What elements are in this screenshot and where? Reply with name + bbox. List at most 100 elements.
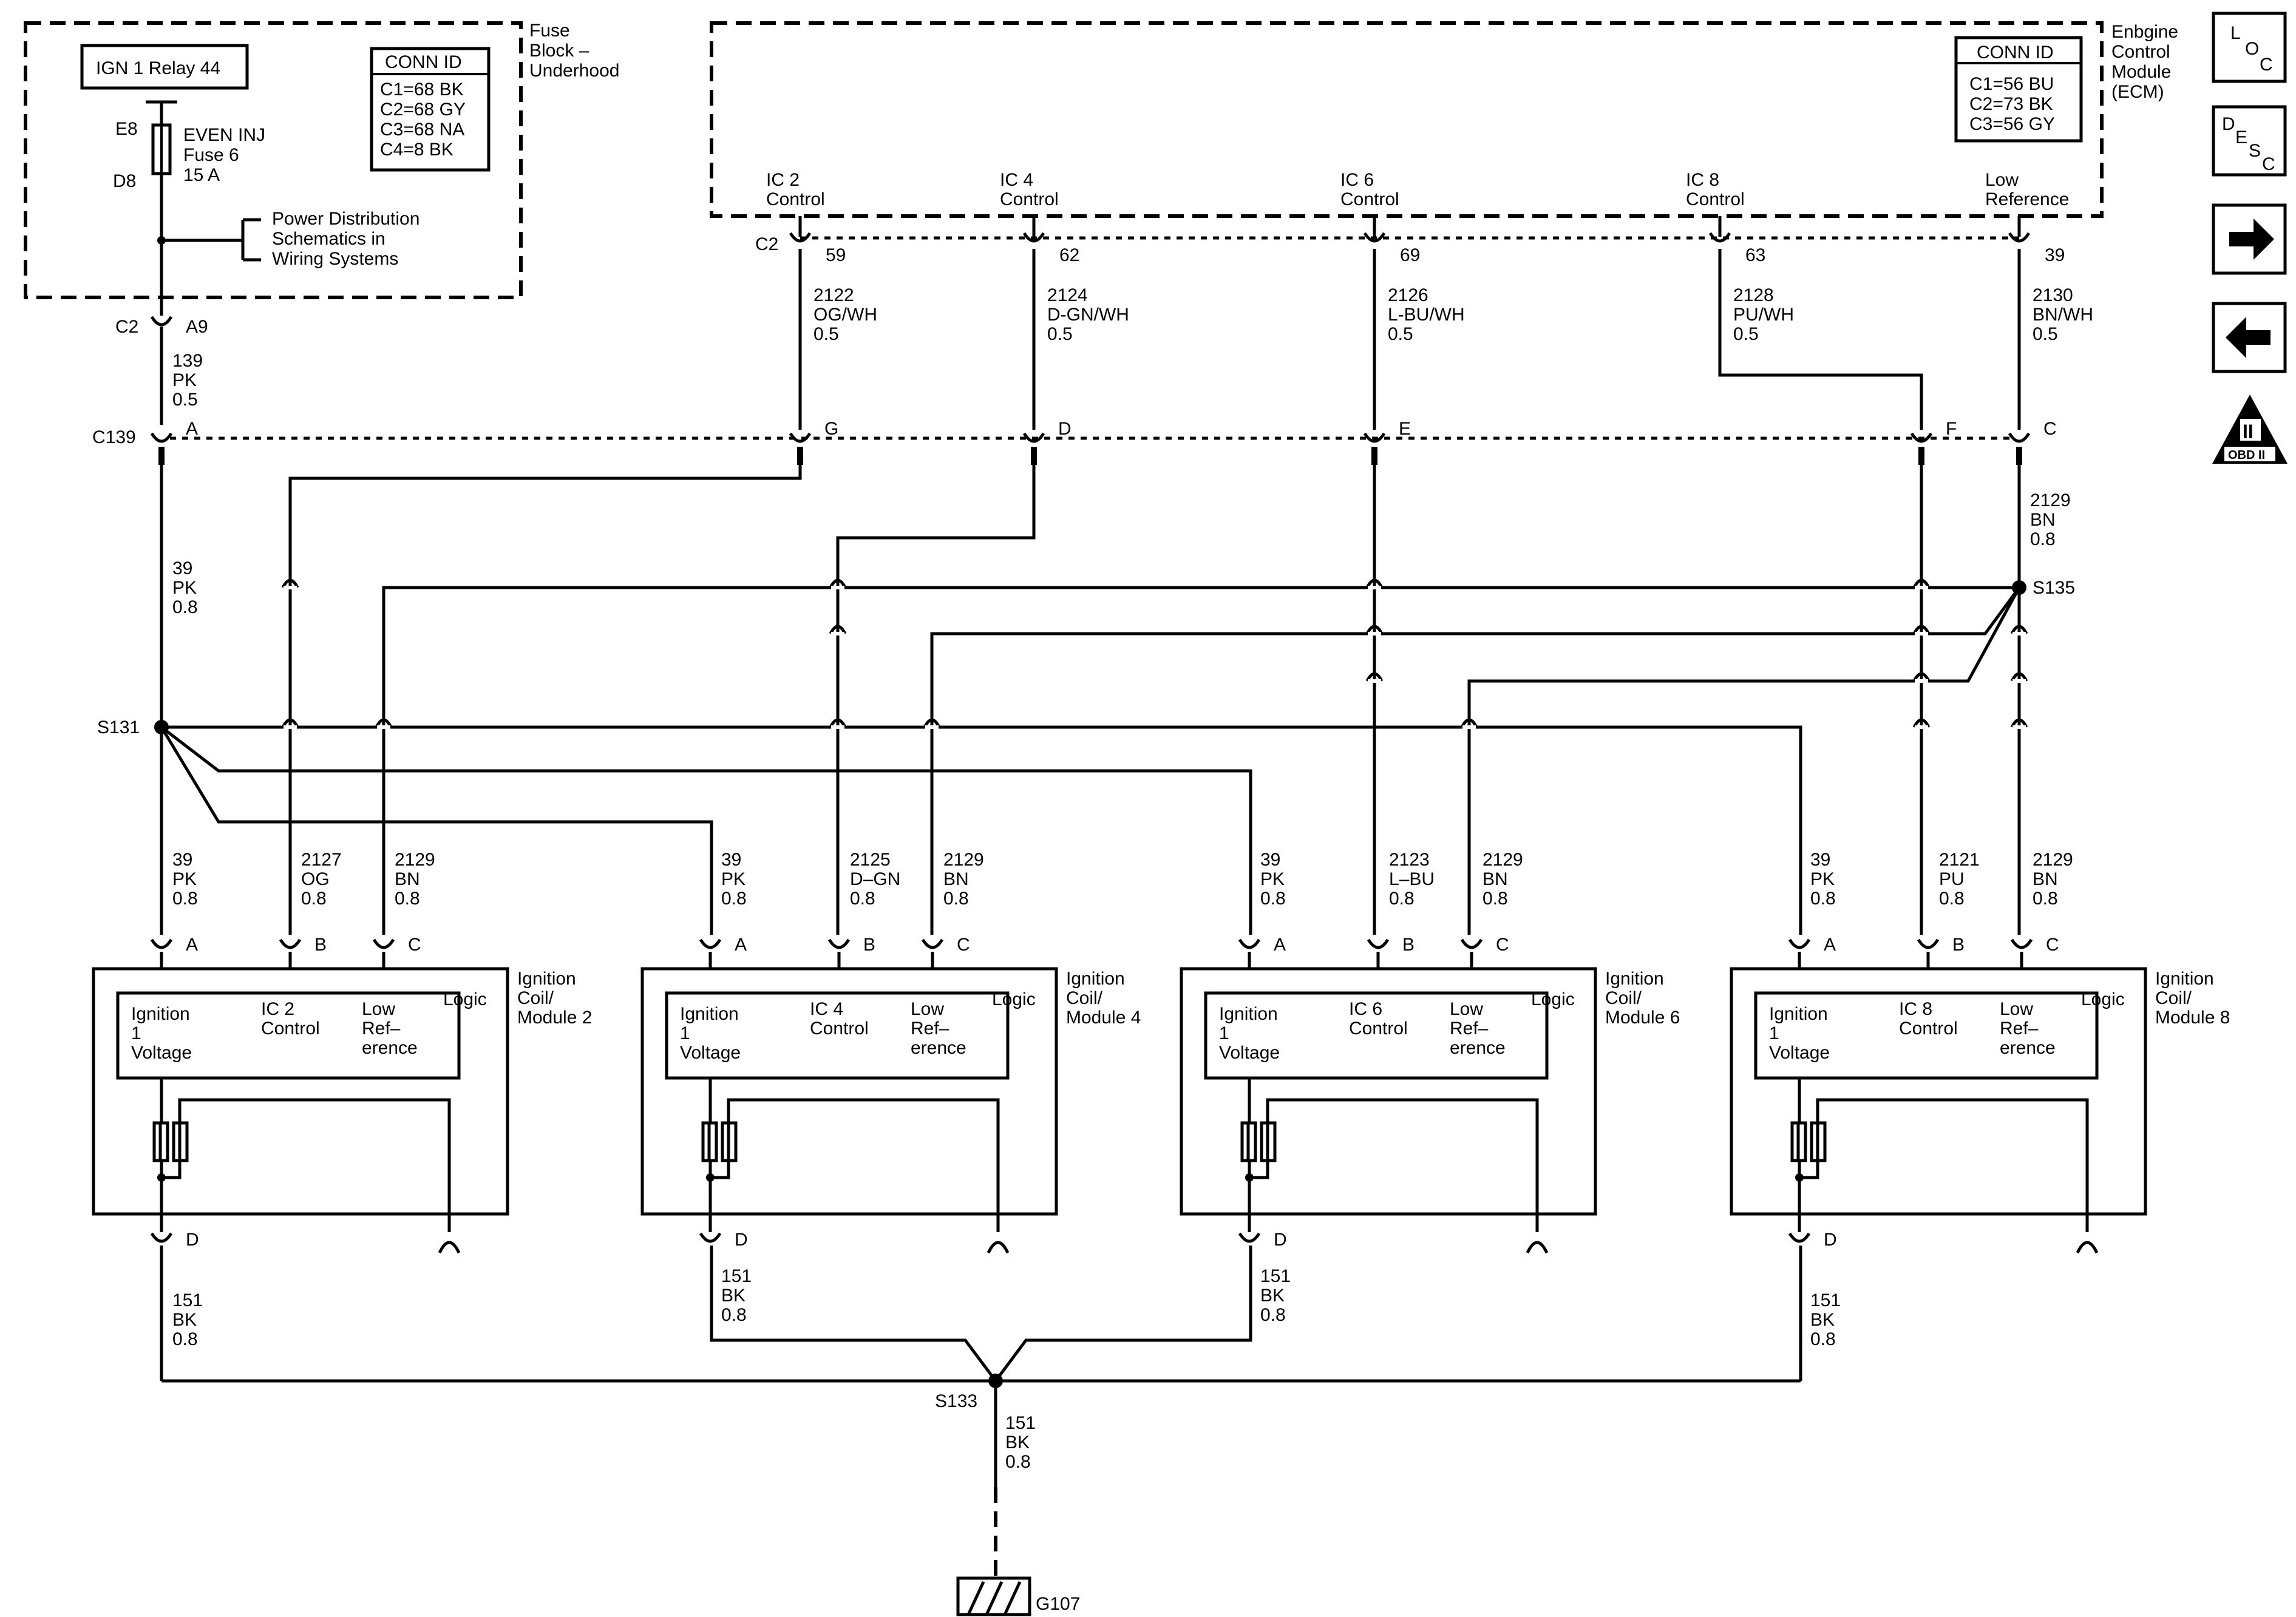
coil-4-terminal-C	[2010, 938, 2033, 949]
coil-1-ground-wire-1: BK	[172, 1310, 197, 1330]
ecm-pin-number-5: 39	[2045, 245, 2065, 265]
wire-2129-main-label-2: 0.8	[2030, 529, 2056, 549]
wire-2129-c2	[382, 586, 2019, 935]
crossover-11-mask	[1462, 725, 1476, 729]
arrow-left-icon	[2226, 317, 2271, 358]
ecm-pin-label-1-1: Control	[766, 189, 825, 209]
coil-2-pin-D: D	[735, 1230, 748, 1250]
fuse-bottom-pin: D8	[113, 171, 136, 191]
coil-4-logic-box	[1754, 991, 2099, 1080]
coil-3-low-2: erence	[1450, 1038, 1506, 1058]
ecm-pin-terminal-4	[1708, 232, 1731, 243]
coil-3-logic-box	[1204, 991, 1549, 1080]
ecm-pin-terminal-1	[789, 232, 812, 243]
ecm-title-1: Enbgine	[2111, 22, 2178, 42]
coil-2-name-1: Coil/	[1066, 988, 1103, 1008]
coil-1-ign-0: Ignition	[131, 1004, 190, 1024]
crossover-2-mask	[377, 725, 390, 729]
coil-4-wire-b-1: PU	[1939, 869, 1965, 889]
coil-3-spark-terminal	[1526, 1241, 1549, 1254]
fuse-output-connector: C2 A9 139 PK 0.5	[115, 316, 208, 425]
ecm-wire-3-2: 0.5	[1388, 324, 1413, 344]
coil-4-ground-wire-2: 0.8	[1810, 1329, 1836, 1349]
coil-1-logic: Logic	[443, 989, 487, 1009]
coil-3-wire-b-0: 2123	[1389, 850, 1430, 870]
obd-ii-button[interactable]: II OBD II	[2212, 395, 2288, 464]
splice-s135-dot	[2012, 580, 2026, 595]
coil-4-low-2: erence	[2000, 1038, 2056, 1058]
crossover-7-mask	[925, 725, 939, 729]
coil-3-pin-D: D	[1274, 1230, 1287, 1250]
crossover-7	[923, 718, 941, 728]
side-nav: L O C D E S C II OBD II	[2212, 12, 2288, 464]
next-button[interactable]	[2212, 203, 2287, 275]
coil-4-logic: Logic	[2081, 989, 2125, 1009]
coil-2-secondary-return	[710, 1161, 730, 1179]
ecm-conn-id-2: C2=73 BK	[1969, 94, 2053, 114]
coil-4-wire-a-2: 0.8	[1810, 889, 1836, 909]
fuse-name-3: 15 A	[183, 165, 220, 185]
ecm-pin-label-2-0: IC 4	[1000, 170, 1033, 190]
coil-1-ground-wire-0: 151	[172, 1290, 203, 1310]
coil-3-name-0: Ignition	[1605, 969, 1664, 989]
coil-3-ground-wire-0: 151	[1260, 1266, 1291, 1286]
fuse-conn-id-2: C2=68 GY	[380, 100, 466, 120]
ecm-title-2: Control	[2111, 42, 2170, 62]
back-button[interactable]	[2212, 302, 2287, 373]
coil-2-terminal-C	[921, 938, 944, 949]
ecm-pin-label-2-1: Control	[1000, 189, 1059, 209]
ecm-title-4: (ECM)	[2111, 82, 2164, 102]
coil-2-low-2: erence	[911, 1038, 966, 1058]
coil-3-logic: Logic	[1531, 989, 1575, 1009]
coil-1-ctrl-0: IC 2	[261, 999, 294, 1019]
c139-pin-body-C	[2016, 447, 2022, 465]
coil-1-ctrl-1: Control	[261, 1019, 320, 1039]
description-button[interactable]: D E S C	[2212, 105, 2287, 177]
splice-s135: S135	[2033, 578, 2075, 598]
crossover-9-mask	[1368, 632, 1381, 636]
crossover-5	[829, 625, 847, 635]
crossover-16-mask	[2012, 725, 2026, 729]
ground-name: G107	[1036, 1594, 1080, 1614]
coil-2-pin-C: C	[957, 935, 970, 955]
wire-2128	[1718, 249, 1923, 430]
c139-pin-body-E	[1371, 447, 1377, 465]
coil-2-wire-c-0: 2129	[943, 850, 984, 870]
coil-3-low-1: Ref–	[1450, 1019, 1489, 1039]
location-button[interactable]: L O C	[2212, 12, 2287, 83]
coil-3-pin-A: A	[1274, 935, 1286, 955]
coil-1-name-0: Ignition	[517, 969, 576, 989]
crossover-1-mask	[284, 586, 297, 589]
coil-4-pin-D: D	[1824, 1230, 1837, 1250]
crossover-8	[1365, 578, 1384, 589]
fuse-block-title-3: Underhood	[529, 61, 619, 81]
coil-4-secondary-return	[1799, 1161, 1819, 1179]
c139-pin-body-D	[1031, 447, 1037, 465]
coil-4-name-2: Module 8	[2155, 1008, 2230, 1028]
ecm-pin-label-4-1: Control	[1686, 189, 1745, 209]
coil-1-secondary-return	[161, 1161, 182, 1179]
crossover-10-mask	[1368, 679, 1381, 683]
coil-4-spark-terminal	[2076, 1241, 2099, 1254]
coil-2-terminal-B	[827, 938, 851, 949]
coil-2-wire-c-1: BN	[943, 869, 969, 889]
coil-1-secondary-lead	[178, 1098, 451, 1232]
c139-pin-C: C	[2043, 419, 2057, 439]
crossover-4-mask	[831, 586, 844, 589]
coil-1-ground-wire-2: 0.8	[172, 1329, 198, 1349]
crossover-6	[829, 718, 847, 728]
loc-l: L	[2230, 23, 2241, 43]
coil-2-terminal-A	[699, 938, 722, 949]
ground-circuit: S133 151 BK 0.8 G107	[160, 1246, 1802, 1616]
ecm-pin-number-4: 63	[1745, 245, 1765, 265]
coil-2-low-0: Low	[911, 999, 944, 1019]
coil-3-ground-wire-1: BK	[1260, 1286, 1285, 1306]
c139-terminal-A	[150, 432, 173, 443]
coil-2-ctrl-1: Control	[810, 1019, 869, 1039]
coil-2-secondary-lead	[727, 1098, 1000, 1232]
fuse-top-pin: E8	[115, 119, 138, 139]
fuse-name-1: EVEN INJ	[183, 125, 265, 145]
coil-2-ctrl-0: IC 4	[810, 999, 843, 1019]
